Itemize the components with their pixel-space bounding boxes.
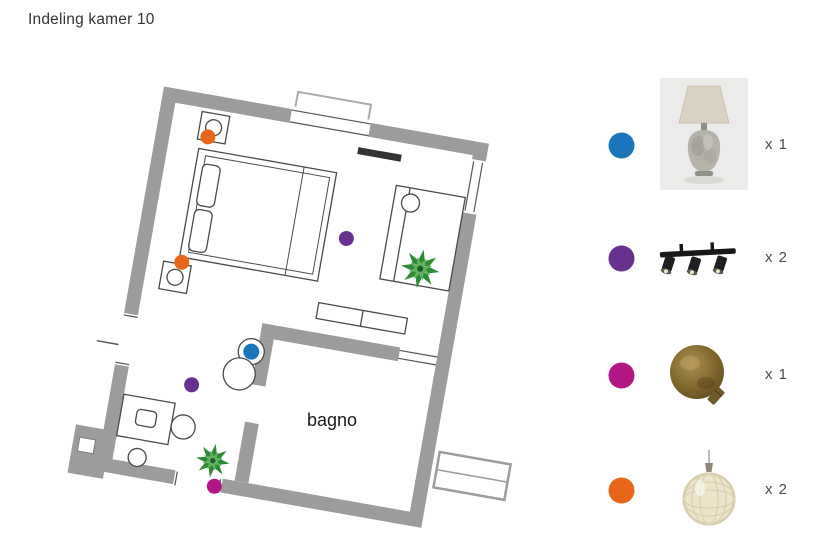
legend-dot-track-spotlight	[608, 245, 635, 272]
track-spotlight-image	[659, 242, 736, 276]
pendant-lamp-image	[682, 450, 736, 526]
radiator	[357, 147, 402, 162]
plan-marker-table-lamp	[243, 343, 260, 360]
chair	[170, 414, 196, 440]
legend-dot-wall-lamp	[608, 362, 635, 389]
daybed	[379, 184, 467, 292]
legend-count: x 1	[765, 366, 789, 383]
room-label: bagno	[307, 410, 357, 430]
bay-window	[289, 90, 373, 140]
table-lamp-image	[660, 78, 748, 190]
wall-lamp-image	[670, 345, 725, 405]
right-window	[459, 158, 489, 216]
floor-plan: bagno	[67, 86, 513, 528]
legend-count: x 1	[765, 136, 789, 153]
legend-count: x 2	[765, 481, 789, 498]
plan-marker-track-spotlight	[338, 230, 354, 246]
left-door	[96, 312, 141, 368]
bathroom-partition	[234, 323, 438, 484]
bed	[178, 147, 338, 282]
plan-marker-wall-lamp	[206, 478, 222, 494]
page-title: Indeling kamer 10	[28, 11, 155, 28]
cabinet	[315, 301, 409, 335]
stool	[127, 447, 147, 468]
plan-marker-pendant-lamp	[174, 254, 190, 270]
exterior-step	[432, 450, 513, 502]
desk	[115, 393, 196, 446]
round-table	[222, 357, 256, 391]
legend-dot-table-lamp	[608, 132, 635, 159]
plan-marker-pendant-lamp	[200, 129, 216, 145]
plan-marker-track-spotlight	[184, 377, 200, 393]
legend-dot-pendant-lamp	[608, 477, 635, 504]
legend-count: x 2	[765, 249, 789, 266]
